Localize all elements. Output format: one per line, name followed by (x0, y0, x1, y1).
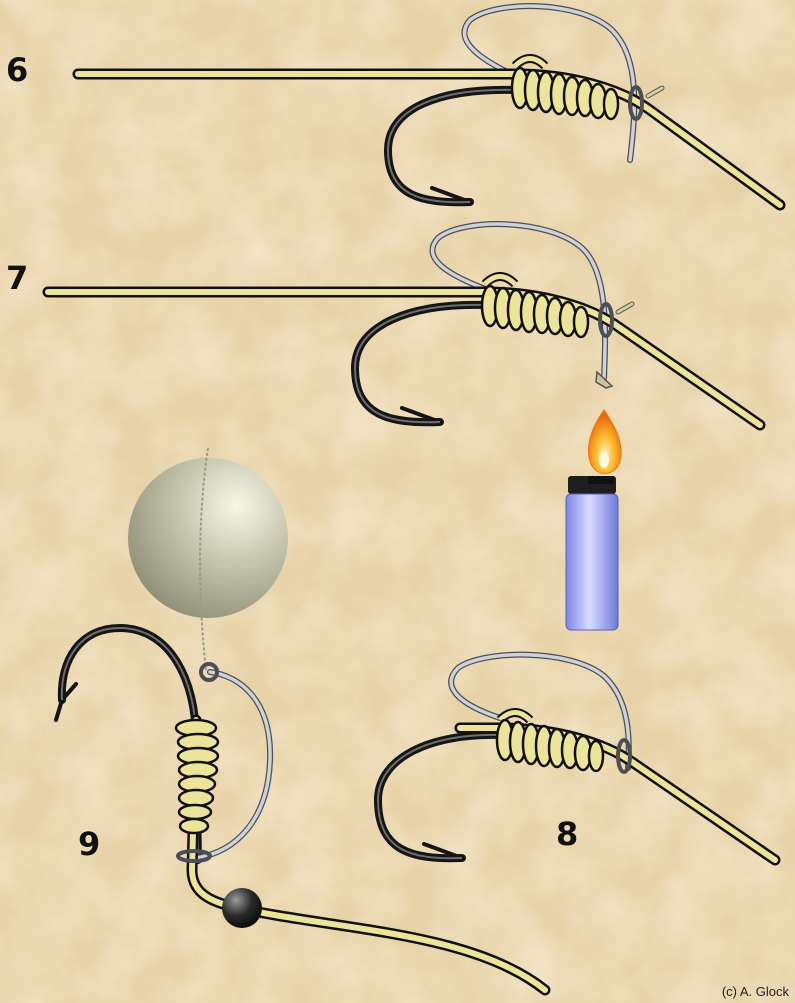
stopper-bead-icon (222, 888, 262, 928)
step-6-label: 6 (6, 54, 28, 86)
step-9-label: 9 (78, 828, 100, 860)
step-8-label: 8 (556, 818, 578, 850)
step-7-label: 7 (6, 262, 28, 294)
bait-bead-icon (128, 458, 288, 618)
copyright-credit: (c) A. Glock (722, 984, 789, 999)
